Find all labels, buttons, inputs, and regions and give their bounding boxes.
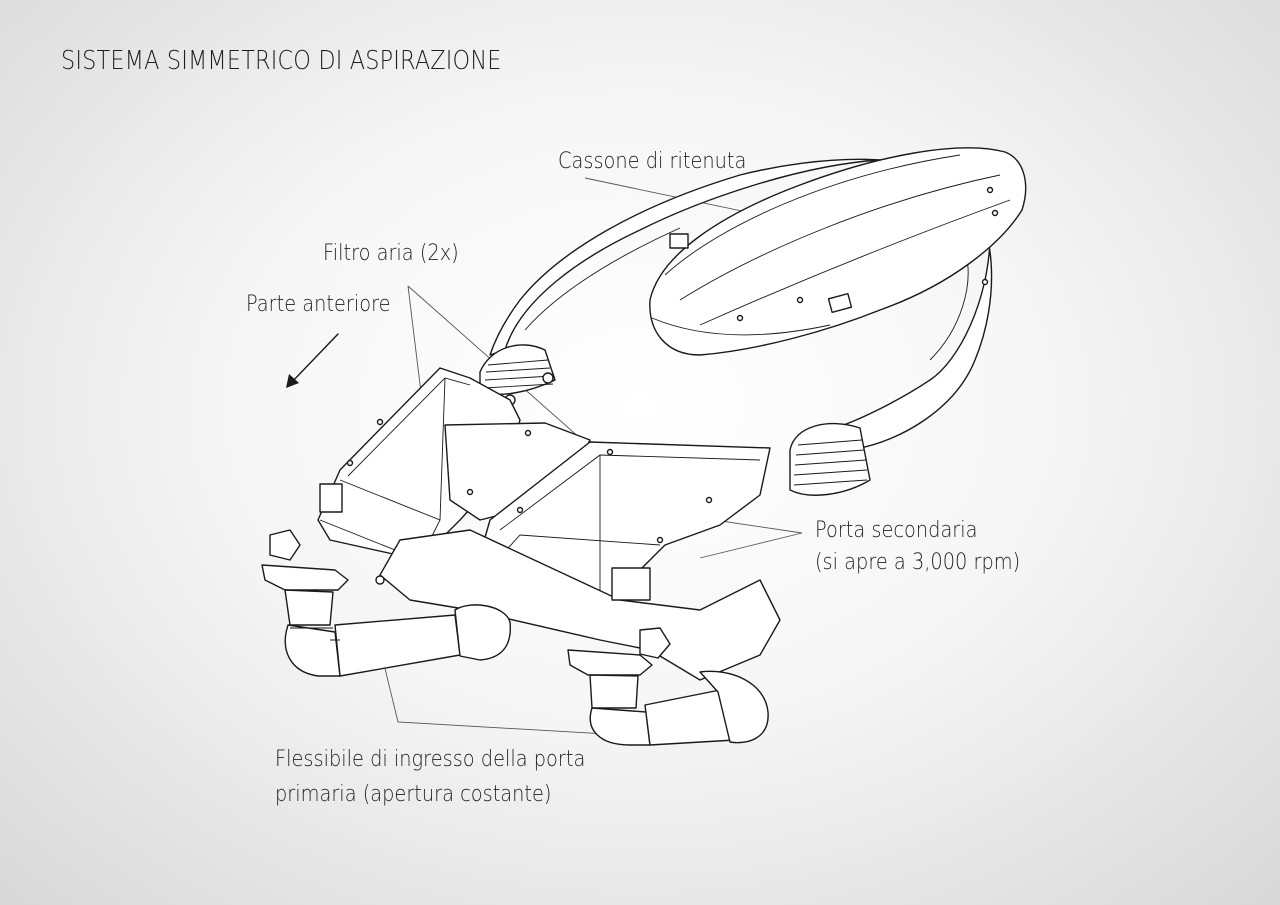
throttle-body [319,483,781,681]
page-title: SISTEMA SIMMETRICO DI ASPIRAZIONE [61,46,502,76]
label-secondary-port-line2: (si apre a 3,000 rpm) [815,550,1021,575]
label-surge-tank: Cassone di ritenuta [558,149,747,174]
primary-hose-left [261,529,512,677]
label-front: Parte anteriore [246,292,391,317]
label-secondary-port-line1: Porta secondaria [815,518,978,543]
primary-hose-right [567,627,769,746]
surge-tank [649,147,1027,356]
label-air-filter: Filtro aria (2x) [323,241,459,266]
label-primary-hose-line2: primaria (apertura costante) [275,782,552,807]
bellows-right [789,422,871,496]
arrow-down-left-icon [286,333,339,388]
label-primary-hose-line1: Flessibile di ingresso della porta [275,747,586,772]
